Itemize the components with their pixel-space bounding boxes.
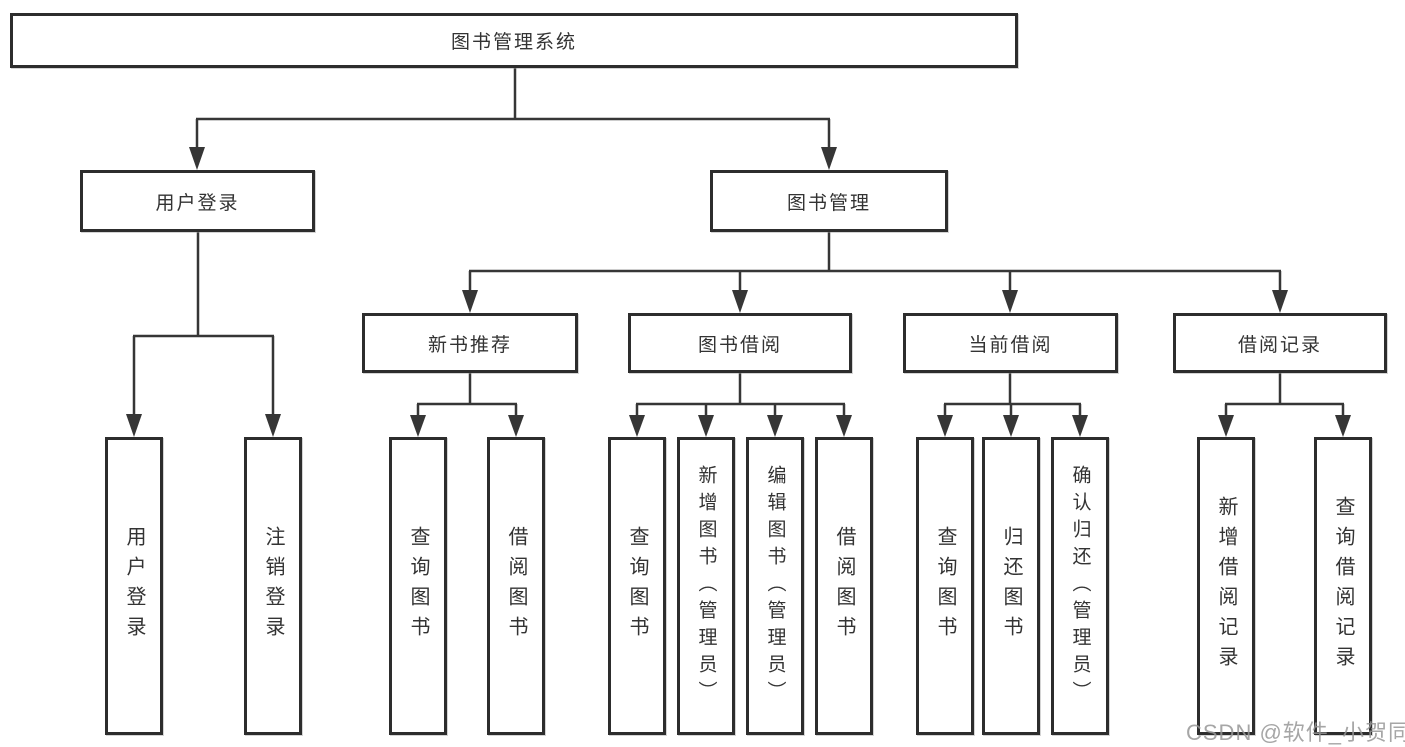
node-borrowing-records: 借阅记录 [1173, 313, 1387, 373]
leaf-label: 注销登录 [262, 526, 284, 646]
node-book-borrowing: 图书借阅 [628, 313, 852, 373]
node-label: 图书管理系统 [450, 32, 577, 53]
leaf-label: 查询图书 [407, 526, 429, 646]
leaf-label: 归还图书 [1000, 526, 1022, 646]
leaf-label: 新增借阅记录 [1215, 496, 1237, 676]
leaf-label: 编辑图书（管理员） [764, 464, 786, 708]
leaf-query-books-borrowing: 查询图书 [608, 437, 666, 735]
leaf-label: 确认归还（管理员） [1069, 464, 1091, 708]
leaf-query-books-current: 查询图书 [916, 437, 974, 735]
node-library-management-system: 图书管理系统 [10, 13, 1018, 68]
node-new-book-recommendation: 新书推荐 [362, 313, 578, 373]
leaf-label: 查询借阅记录 [1332, 496, 1354, 676]
leaf-label: 用户登录 [123, 526, 145, 646]
node-label: 当前借阅 [968, 334, 1053, 356]
leaf-add-borrow-record: 新增借阅记录 [1197, 437, 1255, 735]
leaf-edit-book-admin: 编辑图书（管理员） [746, 437, 804, 735]
leaf-confirm-return-admin: 确认归还（管理员） [1051, 437, 1109, 735]
leaf-add-book-admin: 新增图书（管理员） [677, 437, 735, 735]
leaf-logout: 注销登录 [244, 437, 302, 735]
leaf-label: 新增图书（管理员） [695, 464, 717, 708]
leaf-label: 借阅图书 [833, 526, 855, 646]
node-book-management: 图书管理 [710, 170, 948, 232]
node-label: 图书管理 [786, 192, 871, 214]
node-label: 用户登录 [155, 192, 240, 214]
leaf-user-login: 用户登录 [105, 437, 163, 735]
watermark: CSDN @软件_小贺同学 [1186, 720, 1405, 745]
leaf-label: 查询图书 [626, 526, 648, 646]
node-current-borrowing: 当前借阅 [903, 313, 1118, 373]
node-user-login: 用户登录 [80, 170, 315, 232]
node-label: 新书推荐 [427, 334, 512, 356]
leaf-borrow-books-borrowing: 借阅图书 [815, 437, 873, 735]
leaf-borrow-books-recommendation: 借阅图书 [487, 437, 545, 735]
node-label: 借阅记录 [1237, 334, 1322, 356]
leaf-return-books: 归还图书 [982, 437, 1040, 735]
leaf-query-books-recommendation: 查询图书 [389, 437, 447, 735]
leaf-label: 借阅图书 [505, 526, 527, 646]
node-label: 图书借阅 [697, 334, 782, 356]
leaf-label: 查询图书 [934, 526, 956, 646]
leaf-query-borrow-record: 查询借阅记录 [1314, 437, 1372, 735]
